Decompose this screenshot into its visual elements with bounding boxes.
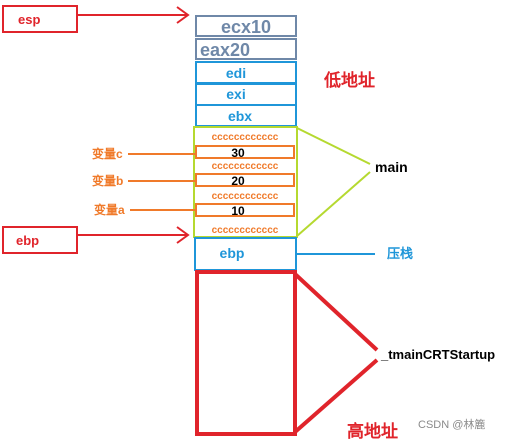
fill-row-2: cccccccccccc — [212, 161, 279, 172]
var-a-cell — [195, 203, 295, 217]
watermark-text: CSDN @林簏 — [418, 417, 485, 431]
eax-text: eax20 — [200, 40, 250, 60]
esp-label: esp — [18, 12, 40, 27]
var-c-cell — [195, 145, 295, 159]
var-b-label: 变量b — [92, 173, 123, 188]
var-c-label: 变量c — [92, 146, 123, 161]
tmain-bracket-top — [293, 272, 379, 352]
ebx-text: ebx — [228, 108, 252, 124]
push-stack-label: 压栈 — [387, 246, 413, 261]
ebp-cell — [194, 237, 297, 271]
var-b-value: 20 — [231, 174, 245, 188]
var-a-label: 变量a — [94, 202, 125, 217]
high-address-label: 高地址 — [347, 421, 398, 440]
edi-text: edi — [226, 65, 246, 81]
ecx-text: ecx10 — [221, 17, 271, 37]
ebp-arrow-head — [176, 226, 190, 244]
esp-label-box — [2, 5, 78, 33]
var-b-cell — [195, 173, 295, 187]
ebp-label: ebp — [16, 233, 39, 248]
tmain-frame-box — [195, 270, 297, 436]
fill-row-3: cccccccccccc — [212, 191, 279, 202]
fill-row-4: cccccccccccc — [212, 225, 279, 236]
var-a-value: 10 — [231, 204, 245, 218]
tmain-bracket-bottom — [293, 358, 379, 434]
exi-cell — [195, 83, 297, 106]
exi-text: exi — [226, 86, 245, 102]
eax-cell — [195, 38, 297, 60]
main-label: main — [375, 159, 408, 175]
main-bracket-bottom — [296, 171, 371, 237]
tmain-label: _tmainCRTStartup — [380, 347, 495, 362]
var-c-value: 30 — [231, 146, 245, 160]
ebp-label-box — [2, 226, 78, 254]
ecx-cell — [195, 15, 297, 37]
low-address-label: 低地址 — [323, 70, 375, 90]
fill-row-1: cccccccccccc — [212, 132, 279, 143]
esp-arrow-head — [176, 6, 190, 24]
ebp-cell-text: ebp — [220, 245, 245, 261]
main-bracket-top — [296, 127, 371, 165]
